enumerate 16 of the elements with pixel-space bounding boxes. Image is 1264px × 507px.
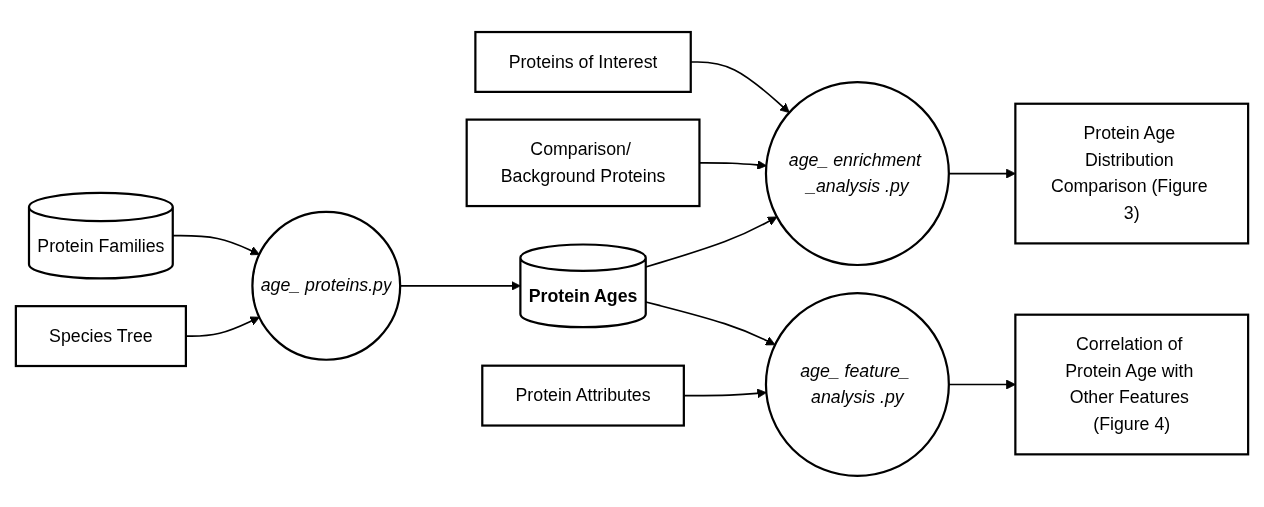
- node-box: Species Tree: [14, 304, 187, 367]
- arrow: [948, 168, 1016, 178]
- arrow: [644, 300, 776, 345]
- node-circle: age_ enrichment _analysis .py: [764, 80, 950, 266]
- arrow: [948, 379, 1016, 389]
- node-circle: age_ feature_ analysis .py: [764, 291, 950, 477]
- node-box: Protein Attributes: [481, 364, 685, 427]
- arrow: [683, 388, 767, 398]
- arrow: [185, 316, 260, 337]
- node-box: Comparison/ Background Proteins: [465, 118, 701, 207]
- node-circle: age_ proteins.py: [251, 210, 402, 361]
- node-box: Protein Age Distribution Comparison (Figure 3): [1014, 102, 1250, 244]
- node-box: Correlation of Protein Age with Other Features (Figure 4): [1014, 313, 1250, 455]
- arrow: [644, 216, 778, 268]
- arrow: [171, 234, 260, 255]
- node-box: Proteins of Interest: [474, 30, 692, 93]
